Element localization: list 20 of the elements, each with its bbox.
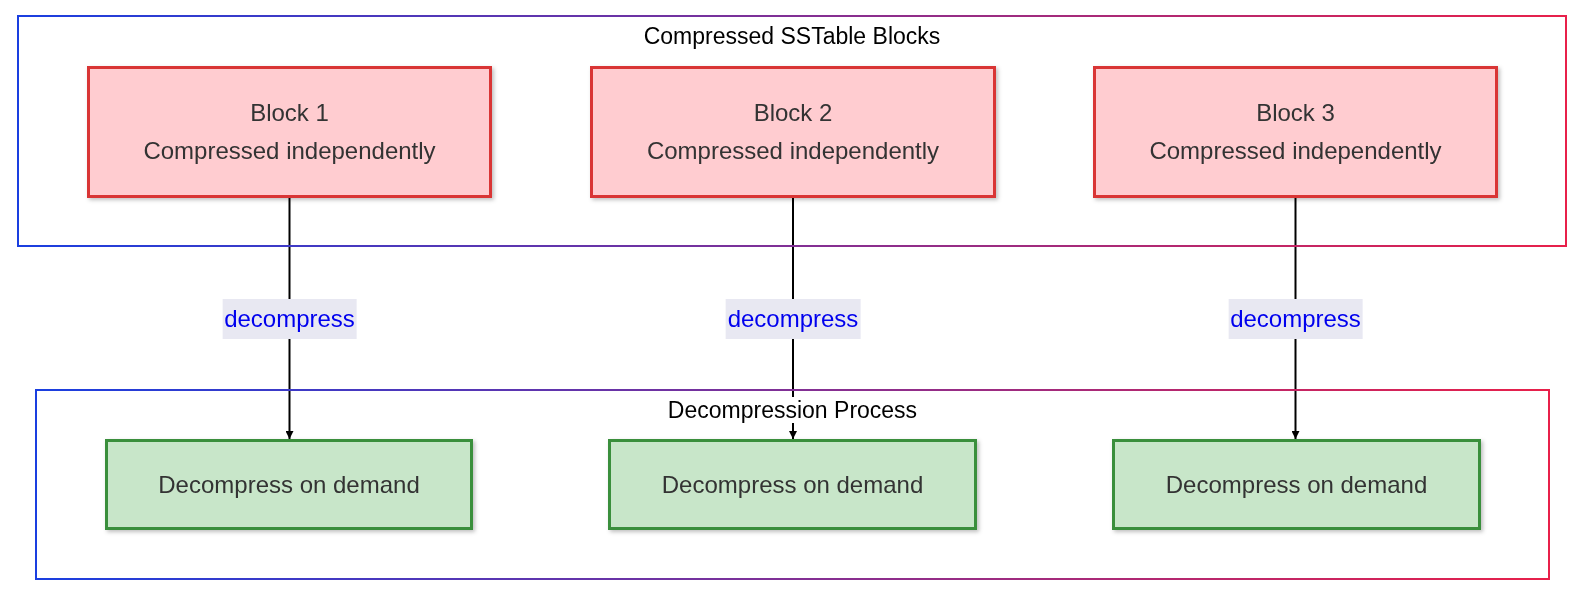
- group-frame: [35, 389, 1550, 580]
- process-box: [608, 439, 977, 530]
- block-box: [87, 66, 492, 198]
- edge-label: decompress: [222, 299, 357, 339]
- group-frame: [17, 15, 1567, 247]
- process-box: [105, 439, 473, 530]
- box-text: Decompress on demand: [158, 470, 420, 499]
- box-text: Compressed independently: [143, 137, 436, 165]
- block-title: Block 1: [250, 99, 329, 127]
- edge-label: decompress: [1228, 299, 1363, 339]
- block-title: Block 2: [753, 99, 833, 127]
- block-box: [1093, 66, 1498, 198]
- box-text: Compressed independently: [646, 137, 940, 165]
- box-text: Decompress on demand: [661, 470, 924, 499]
- box-text: Compressed independently: [1149, 137, 1442, 165]
- block-title: Block 3: [1256, 99, 1335, 127]
- block-box: [590, 66, 996, 198]
- box-text: Decompress on demand: [1165, 470, 1428, 499]
- edge-label: decompress: [725, 299, 861, 339]
- process-box: [1112, 439, 1481, 530]
